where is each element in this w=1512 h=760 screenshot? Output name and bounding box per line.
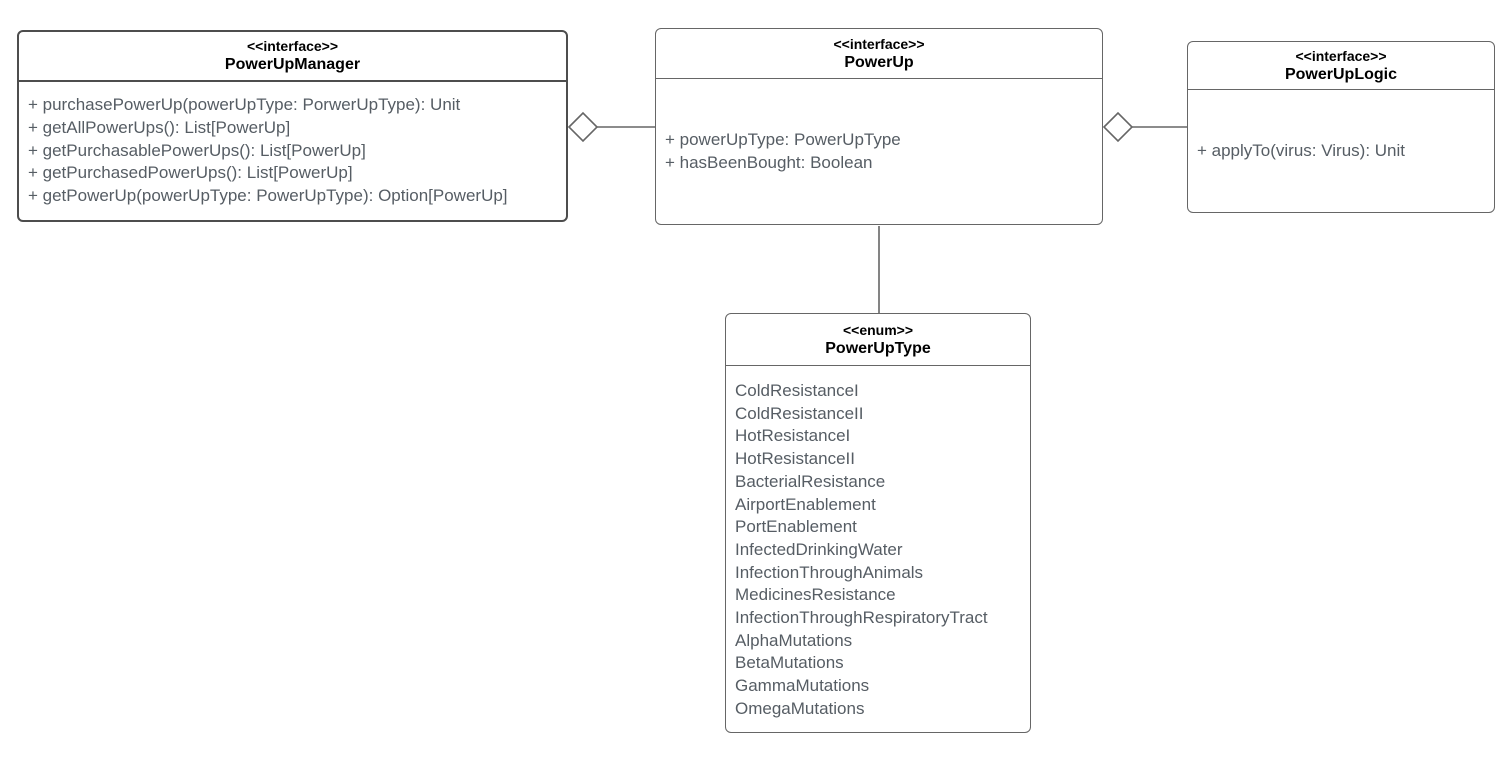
class-members: + purchasePowerUp(powerUpType: PorwerUpT…: [19, 82, 566, 220]
attribute-row: + hasBeenBought: Boolean: [665, 152, 873, 172]
enum-value-row: InfectionThroughAnimals: [735, 562, 924, 582]
method-row: + getAllPowerUps(): List[PowerUp]: [28, 117, 291, 137]
enum-value-row: MedicinesResistance: [735, 585, 896, 605]
class-header: <<interface>> PowerUpLogic: [1188, 42, 1494, 90]
class-header: <<interface>> PowerUpManager: [19, 32, 566, 82]
enum-values: ColdResistanceI ColdResistanceII HotResi…: [726, 366, 1030, 732]
method-row: + getPurchasablePowerUps(): List[PowerUp…: [28, 140, 366, 160]
class-stereotype: <<interface>>: [246, 38, 339, 54]
method-row: + getPurchasedPowerUps(): List[PowerUp]: [28, 163, 353, 183]
class-stereotype: <<interface>>: [1295, 47, 1387, 64]
enum-value-row: HotResistanceI: [735, 426, 851, 446]
edge-powerupmanager-powerup[interactable]: [567, 111, 656, 143]
enum-value-row: AirportEnablement: [735, 494, 876, 514]
class-stereotype: <<enum>>: [842, 321, 914, 338]
enum-value-row: HotResistanceII: [735, 449, 855, 469]
class-members: + powerUpType: PowerUpType + hasBeenBoug…: [656, 79, 1102, 224]
edge-powerup-poweruplogic[interactable]: [1102, 111, 1188, 143]
enum-value-row: AlphaMutations: [735, 630, 853, 650]
class-stereotype: <<interface>>: [833, 35, 925, 52]
enum-value-row: BacterialResistance: [735, 471, 886, 491]
attribute-row: + powerUpType: PowerUpType: [665, 129, 901, 149]
class-name: PowerUp: [844, 53, 914, 71]
enum-value-row: GammaMutations: [735, 676, 870, 696]
class-box-powerup[interactable]: <<interface>> PowerUp + powerUpType: Pow…: [655, 28, 1103, 225]
class-name: PowerUpType: [825, 339, 931, 357]
enum-box-poweruptype[interactable]: <<enum>> PowerUpType ColdResistanceI Col…: [725, 313, 1031, 733]
class-box-poweruplogic[interactable]: <<interface>> PowerUpLogic + applyTo(vir…: [1187, 41, 1495, 213]
method-row: + purchasePowerUp(powerUpType: PorwerUpT…: [28, 95, 461, 115]
class-members: + applyTo(virus: Virus): Unit: [1188, 90, 1494, 212]
enum-value-row: ColdResistanceI: [735, 381, 859, 400]
enum-value-row: InfectionThroughRespiratoryTract: [735, 608, 988, 628]
class-name: PowerUpManager: [224, 56, 361, 73]
enum-value-row: PortEnablement: [735, 517, 857, 537]
enum-value-row: OmegaMutations: [735, 698, 865, 718]
hollow-diamond-icon: [1102, 111, 1134, 143]
class-header: <<enum>> PowerUpType: [726, 314, 1030, 366]
class-box-powerupmanager[interactable]: <<interface>> PowerUpManager + purchaseP…: [17, 30, 568, 222]
method-row: + applyTo(virus: Virus): Unit: [1197, 140, 1406, 160]
enum-value-row: ColdResistanceII: [735, 403, 864, 423]
class-name: PowerUpLogic: [1284, 65, 1397, 83]
enum-value-row: InfectedDrinkingWater: [735, 539, 903, 559]
hollow-diamond-icon: [567, 111, 599, 143]
method-row: + getPowerUp(powerUpType: PowerUpType): …: [28, 186, 508, 206]
class-header: <<interface>> PowerUp: [656, 29, 1102, 79]
enum-value-row: BetaMutations: [735, 653, 844, 673]
